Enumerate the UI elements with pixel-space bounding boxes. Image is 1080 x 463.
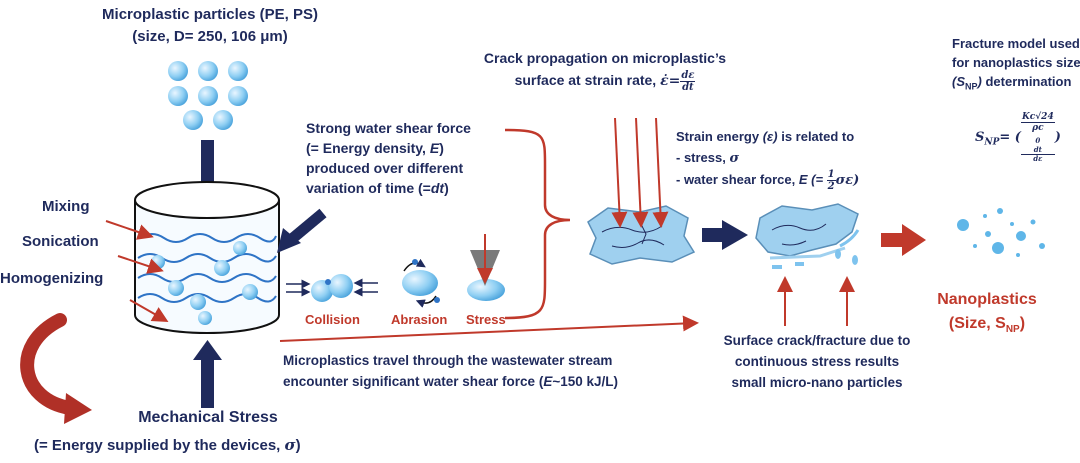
microplastic-flake-fractured — [755, 203, 860, 269]
microplastic-particles-group — [168, 61, 248, 130]
mechanical-stress-title: Mechanical Stress — [138, 409, 278, 426]
shear-force-arrow — [277, 208, 327, 253]
surface-line-3: small micro-nano particles — [731, 375, 903, 390]
nanoplastics-size: (Size, SNP) — [948, 315, 1026, 336]
stress-icon — [467, 234, 505, 301]
mechanism-stress: Stress — [466, 312, 506, 327]
source-size: (size, D= 250, 106 μm) — [132, 28, 288, 45]
fracture-model-text: Fracture model used for nanoplastics siz… — [952, 34, 1080, 97]
fracture-line-3: (SNP) determination — [952, 74, 1072, 92]
crack-propagation-title: Crack propagation on microplastic’s surf… — [460, 50, 750, 93]
arrow-to-nanoplastics — [881, 224, 926, 256]
travel-text: Microplastics travel through the wastewa… — [283, 350, 618, 392]
abrasion-icon — [402, 258, 440, 308]
process-homogenizing: Homogenizing — [0, 270, 104, 287]
nanoplastics-title: Nanoplastics — [937, 291, 1037, 308]
mechanical-stress-subtitle: (= Energy supplied by the devices, σ) — [34, 436, 301, 454]
nanoplastic-particles — [957, 208, 1045, 257]
process-sonication: Sonication — [22, 233, 99, 250]
process-arrows — [105, 220, 169, 322]
strain-line-1: Strain energy (ε) is related to — [676, 129, 855, 144]
process-mixing: Mixing — [42, 198, 90, 215]
mixing-cylinder — [134, 181, 280, 334]
nanoplastics-label: Nanoplastics (Size, SNP) — [922, 288, 1052, 342]
surface-line-1: Surface crack/fracture due to — [723, 333, 911, 348]
surface-crack-text: Surface crack/fracture due to continuous… — [702, 330, 932, 393]
source-title: Microplastic particles (PE, PS) — [102, 6, 318, 23]
travel-line-1: Microplastics travel through the wastewa… — [283, 353, 613, 368]
crack-line-1: Crack propagation on microplastic’s — [483, 50, 727, 66]
stream-arrow — [279, 315, 699, 342]
surface-line-2: continuous stress results — [734, 354, 900, 369]
curved-recirculation-arrow — [20, 313, 92, 424]
mechanism-collision: Collision — [305, 312, 360, 327]
arrow-to-fractured — [702, 220, 748, 250]
shear-line-1: Strong water shear force — [306, 120, 471, 136]
source-label: Microplastic particles (PE, PS) (size, D… — [95, 6, 325, 45]
collision-icon — [286, 274, 378, 302]
shear-line-4: variation of time (=dt) — [306, 180, 449, 196]
shear-force-text: Strong water shear force (= Energy densi… — [306, 118, 471, 198]
fracture-line-2: for nanoplastics size — [952, 55, 1080, 70]
curly-brace — [504, 128, 571, 320]
travel-line-2: encounter significant water shear force … — [283, 374, 619, 389]
strain-line-2: - stress, σ — [676, 150, 740, 166]
fracture-line-1: Fracture model used — [952, 36, 1080, 51]
strain-energy-text: Strain energy (ε) is related to - stress… — [676, 126, 859, 192]
arrow-up-from-mechanical-stress — [193, 340, 222, 408]
shear-line-3: produced over different — [306, 160, 464, 176]
strain-arrows — [611, 117, 669, 228]
shear-line-2: (= Energy density, E) — [306, 140, 444, 156]
fracture-arrows — [777, 276, 855, 326]
mechanism-abrasion: Abrasion — [391, 312, 448, 327]
